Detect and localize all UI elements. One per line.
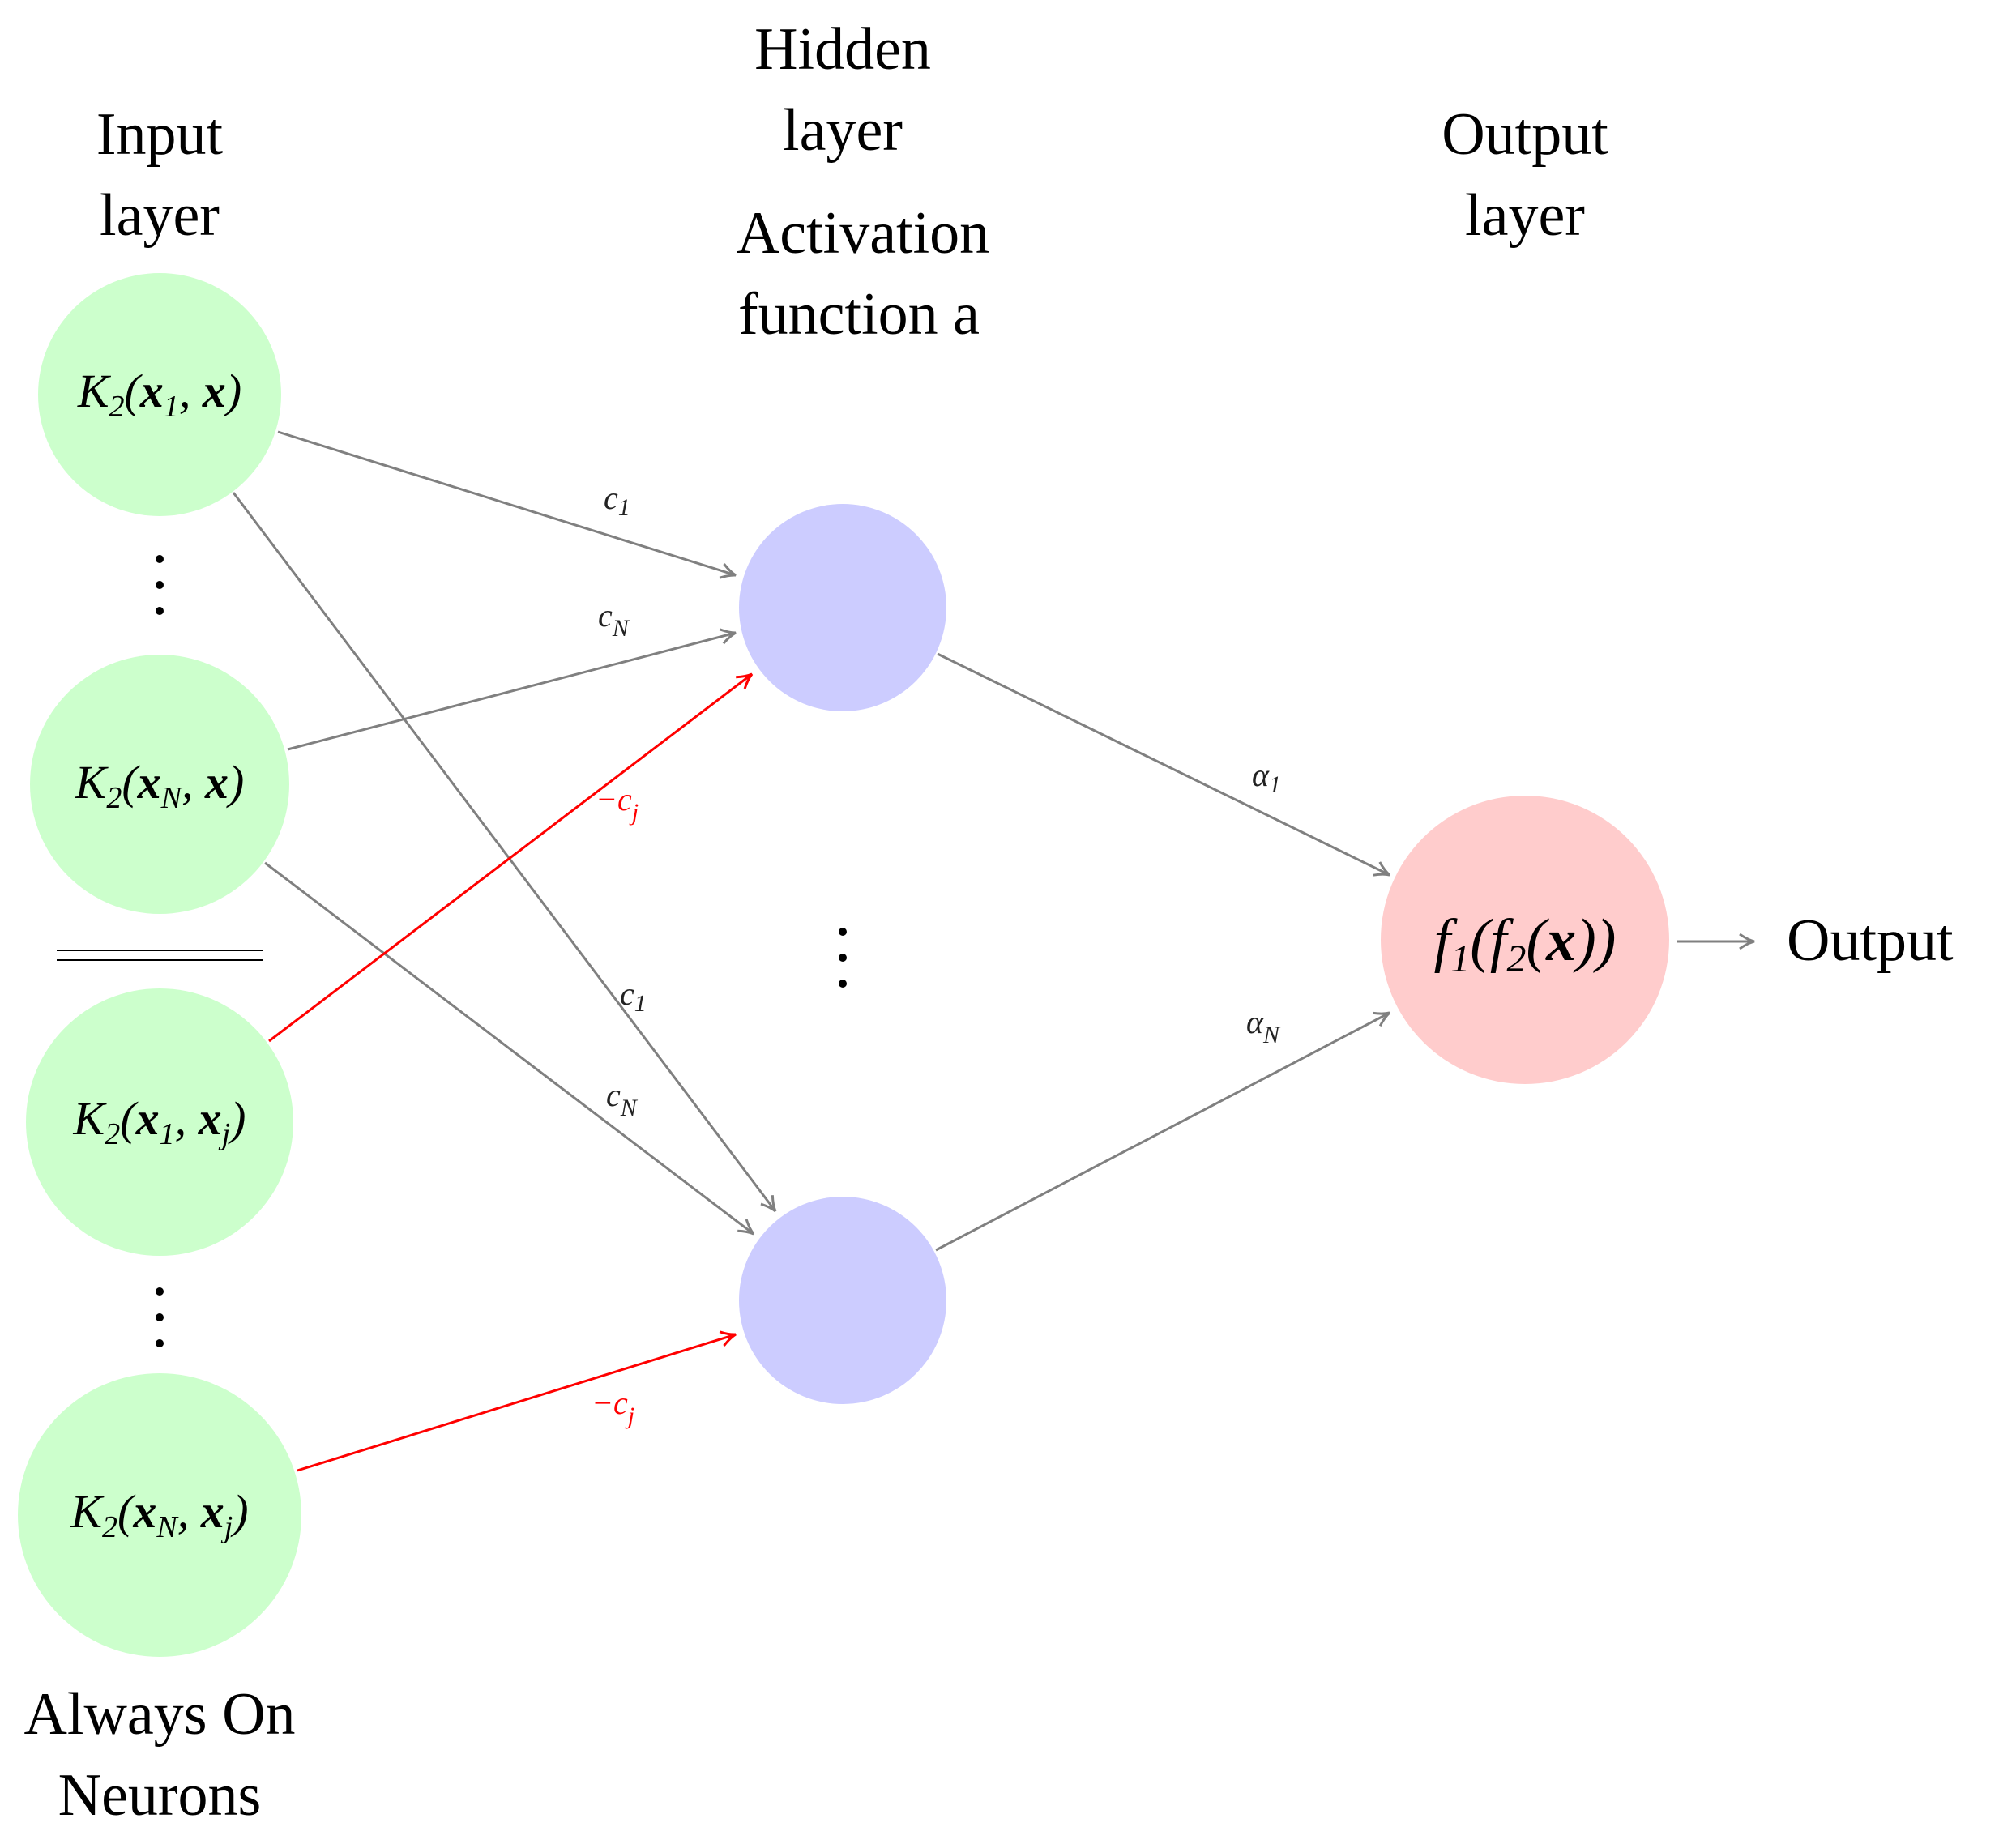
input-node-1-label: K2(x1, x) <box>77 365 241 424</box>
edge-hidden1-output <box>937 652 1390 877</box>
input-node-N-label: K2(xN, x) <box>75 756 245 815</box>
edge-inN-hidden2 <box>264 861 755 1236</box>
edge-label-cN-bottom: cN <box>606 1077 639 1121</box>
input-node-N <box>30 655 289 914</box>
always-on-node-1 <box>26 988 293 1256</box>
edge-always2-hidden2 <box>297 1330 737 1472</box>
activation-heading-line2: function a <box>738 281 980 348</box>
hidden-node-1 <box>739 504 946 711</box>
output-node <box>1381 796 1669 1084</box>
edge-in1-hidden1 <box>277 430 737 579</box>
output-layer-heading-line1: Output <box>1442 101 1608 168</box>
output-layer-heading-line2: layer <box>1465 182 1585 249</box>
ellipsis-hidden <box>839 928 847 988</box>
always-on-node-N <box>18 1373 301 1657</box>
ellipsis-input-bottom <box>156 1287 164 1347</box>
edge-label-c1-top: c1 <box>604 480 630 521</box>
hidden-layer-heading-line2: layer <box>783 97 903 164</box>
hidden-node-2 <box>739 1197 946 1404</box>
edge-in1-hidden2 <box>232 492 777 1213</box>
ellipsis-input-top <box>156 555 164 615</box>
input-layer-heading-line2: layer <box>100 182 220 249</box>
output-text: Output <box>1787 907 1954 974</box>
always-on-heading-line1: Always On <box>23 1681 295 1748</box>
edge-label-alpha1: α1 <box>1252 757 1281 798</box>
edge-always1-hidden1 <box>268 672 754 1043</box>
always-on-node-N-label: K2(xN, xj) <box>70 1485 248 1544</box>
always-on-heading-line2: Neurons <box>58 1762 262 1827</box>
hidden-layer-heading-line1: Hidden <box>754 16 931 83</box>
edge-label-neg-cj-top: −cj <box>596 781 639 826</box>
input-layer-heading-line1: Input <box>96 101 224 168</box>
edge-label-alphaN: αN <box>1246 1004 1281 1048</box>
edge-label-neg-cj-bottom: −cj <box>592 1385 634 1429</box>
edge-inN-hidden1 <box>287 628 737 751</box>
edge-label-cN-top: cN <box>598 597 630 642</box>
activation-heading-line1: Activation <box>737 200 989 267</box>
activation-heading-line2-text: function a <box>738 281 980 348</box>
edge-label-c1-bottom: c1 <box>620 975 647 1017</box>
edge-hidden2-output <box>935 1011 1391 1252</box>
always-on-node-1-label: K2(x1, xj) <box>73 1092 246 1151</box>
input-node-1 <box>38 273 281 516</box>
